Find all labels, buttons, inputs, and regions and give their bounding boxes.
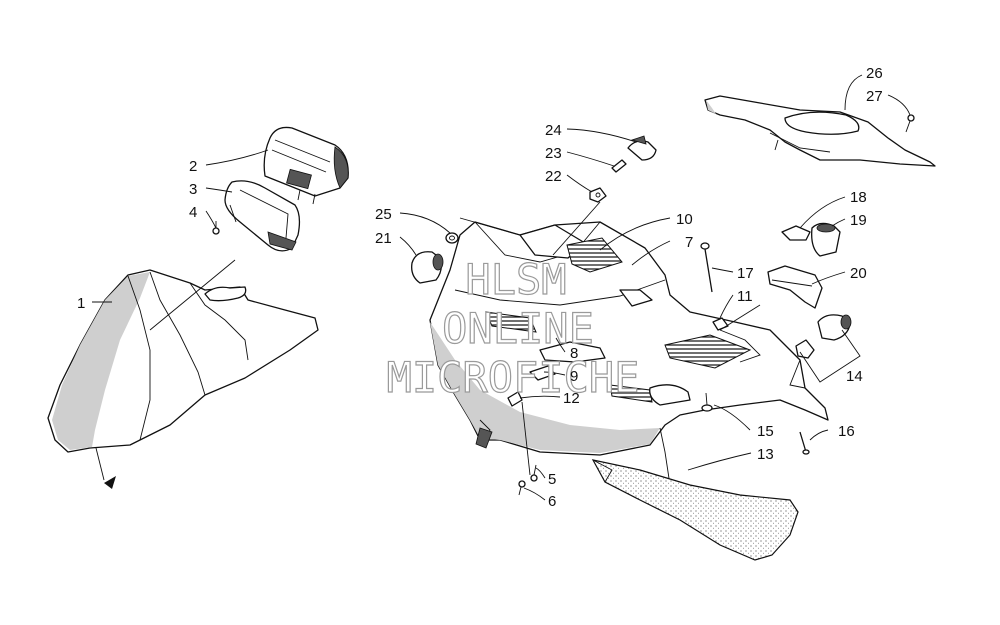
part-floor-mat (591, 459, 799, 561)
leader-lines (92, 74, 911, 501)
part-hood-nose (47, 269, 319, 489)
callout-7: 7 (685, 234, 693, 251)
part-screw-16 (799, 431, 810, 455)
watermark: HLSM ONLINE MICROFICHE (386, 254, 640, 402)
part-key-24 (627, 135, 657, 161)
callout-1: 1 (77, 295, 85, 312)
callout-17: 17 (737, 265, 754, 282)
callout-8: 8 (570, 345, 578, 362)
part-gauge (263, 126, 349, 205)
part-gauge-bracket (224, 180, 301, 252)
part-screw-15 (701, 392, 713, 412)
callout-13: 13 (757, 446, 774, 463)
part-bracket-20 (767, 265, 823, 309)
part-switch-18 (781, 225, 811, 241)
callout-labels: 1 2 3 4 5 6 7 8 9 10 11 12 13 14 15 16 1… (77, 65, 883, 510)
part-screw-27 (905, 114, 915, 133)
watermark-line-1: HLSM (465, 255, 566, 304)
part-socket-14 (795, 314, 852, 359)
callout-3: 3 (189, 181, 197, 198)
part-fastener-12 (507, 391, 523, 407)
callout-11: 11 (737, 288, 753, 305)
callout-26: 26 (866, 65, 883, 82)
callout-5: 5 (548, 471, 556, 488)
callout-15: 15 (757, 423, 774, 440)
watermark-line-3: MICROFICHE (387, 353, 640, 402)
part-screw-5 (530, 464, 538, 482)
part-nut-22 (589, 187, 607, 203)
watermark-line-2: ONLINE (442, 304, 594, 353)
callout-20: 20 (850, 265, 867, 282)
callout-25: 25 (375, 206, 392, 223)
callout-6: 6 (548, 493, 556, 510)
part-cowl-trim (704, 95, 936, 167)
callout-18: 18 (850, 189, 867, 206)
callout-12: 12 (563, 390, 580, 407)
callout-16: 16 (838, 423, 855, 440)
part-pin-23 (611, 159, 627, 173)
callout-9: 9 (570, 368, 578, 385)
callout-22: 22 (545, 168, 562, 185)
callout-27: 27 (866, 88, 883, 105)
part-washer-25 (445, 232, 459, 244)
arrow-icon (104, 476, 116, 489)
callout-2: 2 (189, 158, 197, 175)
callout-10: 10 (676, 211, 693, 228)
part-screw-6 (518, 480, 526, 496)
callout-4: 4 (189, 204, 197, 221)
part-switch-19 (811, 222, 841, 257)
part-screw-17 (700, 242, 713, 293)
callout-21: 21 (375, 230, 392, 247)
callout-23: 23 (545, 145, 562, 162)
part-knob-21 (411, 251, 444, 284)
callout-14: 14 (846, 368, 863, 385)
callout-24: 24 (545, 122, 562, 139)
callout-19: 19 (850, 212, 867, 229)
